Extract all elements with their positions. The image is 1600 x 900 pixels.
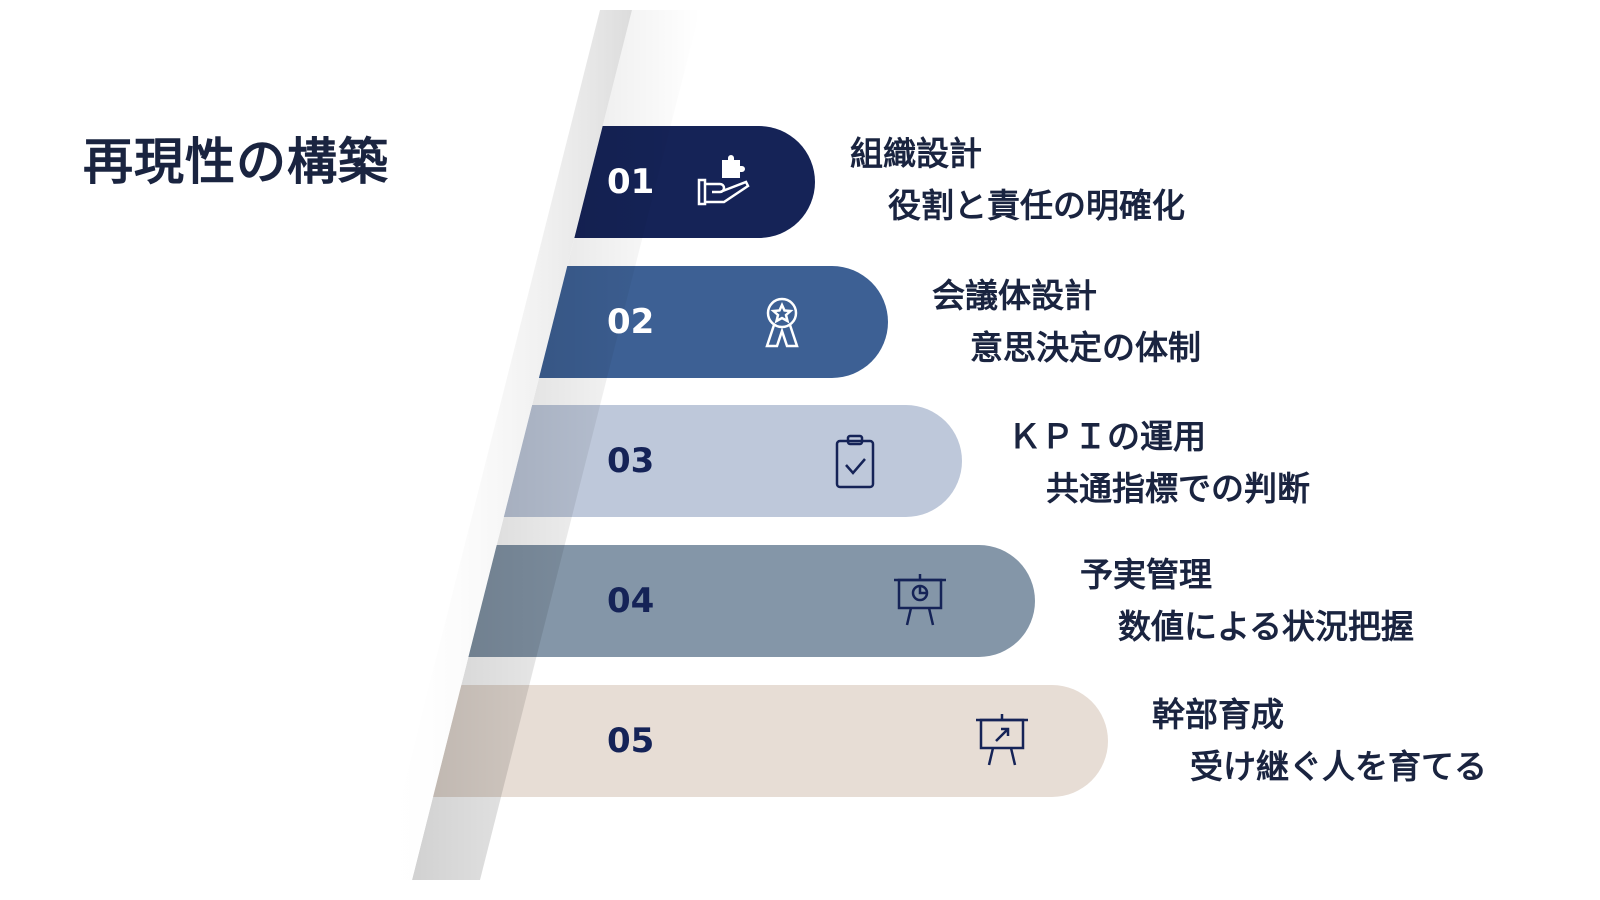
step-title: 予実管理 (1080, 555, 1212, 594)
presentation-growth-icon (976, 714, 1028, 766)
step-label-04: 予実管理 数値による状況把握 (1080, 555, 1414, 647)
hand-puzzle-icon (697, 155, 750, 206)
step-number: 05 (607, 721, 655, 761)
page-title: 再現性の構築 (83, 133, 389, 191)
step-title: 組織設計 (850, 134, 982, 173)
step-title: ＫＰＩの運用 (1008, 417, 1206, 456)
step-label-03: ＫＰＩの運用 共通指標での判断 (1008, 417, 1310, 509)
step-subtitle: 役割と責任の明確化 (888, 186, 1185, 225)
award-ribbon-icon (765, 297, 799, 348)
step-number: 02 (607, 302, 655, 342)
step-subtitle: 数値による状況把握 (1118, 607, 1415, 646)
step-number: 04 (607, 581, 655, 621)
step-label-01: 組織設計 役割と責任の明確化 (850, 134, 1185, 226)
step-title: 会議体設計 (932, 276, 1097, 315)
step-number: 01 (607, 162, 655, 202)
step-number: 03 (607, 441, 655, 481)
clipboard-check-icon (835, 434, 875, 489)
step-label-02: 会議体設計 意思決定の体制 (932, 276, 1201, 368)
step-subtitle: 受け継ぐ人を育てる (1190, 747, 1487, 786)
step-title: 幹部育成 (1152, 695, 1284, 734)
step-subtitle: 共通指標での判断 (1046, 469, 1310, 508)
step-label-05: 幹部育成 受け継ぐ人を育てる (1152, 695, 1487, 787)
step-subtitle: 意思決定の体制 (970, 328, 1201, 367)
presentation-pie-icon (894, 574, 946, 626)
